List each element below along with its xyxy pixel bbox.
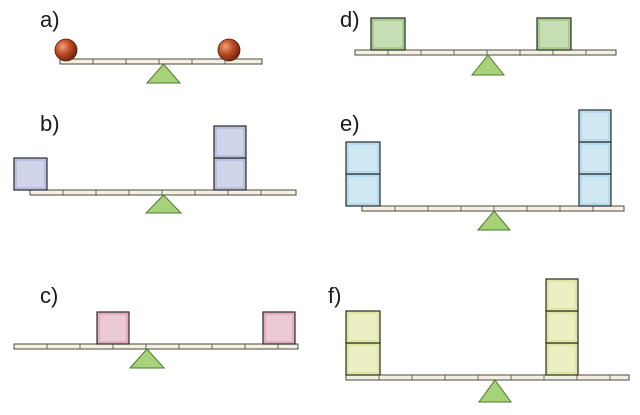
ball-left-a [54, 38, 78, 62]
panel-a: a) [40, 7, 263, 84]
block-sheen [100, 315, 126, 341]
block-left-e-1 [345, 173, 381, 207]
block-sheen [540, 21, 568, 47]
block-left-f-1 [345, 342, 381, 376]
beam-a [59, 58, 263, 65]
block-right-c-1 [262, 311, 296, 345]
fulcrum-f [478, 379, 512, 403]
block-sheen [349, 346, 377, 372]
panel-b: b) [13, 111, 297, 214]
block-sheen [582, 113, 608, 139]
block-sheen [349, 314, 377, 340]
panel-e: e) [340, 109, 625, 231]
block-sheen [549, 314, 575, 340]
fulcrum-d [470, 54, 506, 76]
block-sheen [549, 346, 575, 372]
block-right-f-3 [545, 278, 579, 312]
panel-c: c) [13, 283, 299, 369]
beam-e [361, 205, 625, 212]
panel-label-c: c) [40, 283, 58, 308]
block-left-b-1 [13, 157, 48, 191]
fulcrum-c [128, 348, 166, 369]
beam-d [354, 49, 617, 56]
block-right-b-2 [213, 125, 247, 159]
block-right-e-2 [578, 141, 612, 175]
block-right-d-1 [536, 17, 572, 51]
fulcrum-a [145, 63, 182, 84]
block-sheen [17, 161, 44, 187]
block-sheen [582, 145, 608, 171]
block-sheen [349, 177, 377, 203]
panel-label-a: a) [40, 7, 60, 32]
beam-b [29, 189, 297, 196]
block-sheen [217, 129, 243, 155]
block-right-e-3 [578, 109, 612, 143]
block-sheen [374, 21, 402, 47]
panel-label-f: f) [328, 283, 341, 308]
block-left-e-2 [345, 141, 381, 175]
block-sheen [349, 145, 377, 171]
ball-right-a [217, 38, 241, 62]
block-right-e-1 [578, 173, 612, 207]
panel-f: f) [328, 278, 630, 403]
panel-d: d) [340, 7, 617, 76]
block-left-f-2 [345, 310, 381, 344]
block-sheen [266, 315, 292, 341]
block-sheen [217, 161, 243, 187]
fulcrum-b [144, 194, 183, 214]
panel-label-e: e) [340, 111, 360, 136]
panel-label-b: b) [40, 111, 60, 136]
block-left-c-1 [96, 311, 130, 345]
block-left-d-1 [370, 17, 406, 51]
panel-label-d: d) [340, 7, 360, 32]
block-sheen [549, 282, 575, 308]
beam-c [13, 343, 299, 350]
beam-f [345, 374, 630, 381]
fulcrum-e [476, 210, 512, 231]
block-sheen [582, 177, 608, 203]
